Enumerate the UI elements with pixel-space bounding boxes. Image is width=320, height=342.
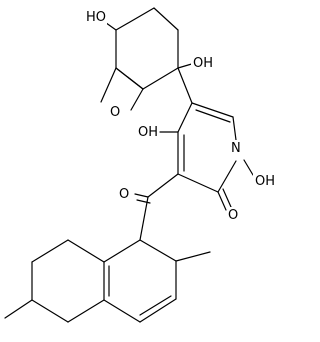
bond bbox=[4, 299, 33, 319]
bond bbox=[31, 239, 69, 263]
bond bbox=[175, 251, 211, 262]
bond bbox=[177, 173, 219, 193]
bond bbox=[147, 173, 179, 198]
bond bbox=[139, 196, 149, 241]
bond bbox=[217, 191, 227, 211]
bond bbox=[217, 160, 237, 193]
bond bbox=[103, 299, 141, 323]
bond bbox=[139, 239, 177, 262]
label-oh-c4: OH bbox=[138, 125, 158, 140]
molecule-structure: HO OH O OH N OH O O bbox=[4, 7, 275, 323]
label-epoxide-o: O bbox=[110, 105, 120, 120]
bond bbox=[142, 67, 179, 90]
bond bbox=[153, 7, 179, 31]
bond bbox=[115, 67, 144, 90]
bond bbox=[67, 239, 105, 263]
bond bbox=[177, 102, 193, 133]
bond bbox=[100, 67, 117, 103]
atom-labels: HO OH O OH N OH O O bbox=[85, 10, 275, 223]
bond bbox=[222, 188, 232, 208]
bond bbox=[115, 7, 155, 31]
label-lactam-o: O bbox=[228, 208, 238, 223]
bond bbox=[243, 159, 254, 176]
bond bbox=[139, 295, 172, 316]
label-ketone-o: O bbox=[119, 187, 129, 202]
label-n-oh: OH bbox=[255, 174, 275, 189]
bond bbox=[136, 199, 151, 204]
bond bbox=[134, 193, 149, 198]
bond bbox=[195, 109, 231, 123]
bond bbox=[31, 299, 69, 323]
label-oh-quaternary: OH bbox=[193, 56, 213, 71]
bond bbox=[103, 239, 141, 263]
label-ho-ring: HO bbox=[86, 10, 106, 25]
bond bbox=[67, 299, 105, 323]
bond bbox=[130, 88, 144, 111]
bonds bbox=[4, 7, 254, 323]
bond bbox=[232, 116, 237, 141]
bond bbox=[139, 298, 177, 323]
bond bbox=[177, 67, 193, 104]
label-n: N bbox=[231, 141, 241, 156]
bond bbox=[191, 102, 234, 118]
